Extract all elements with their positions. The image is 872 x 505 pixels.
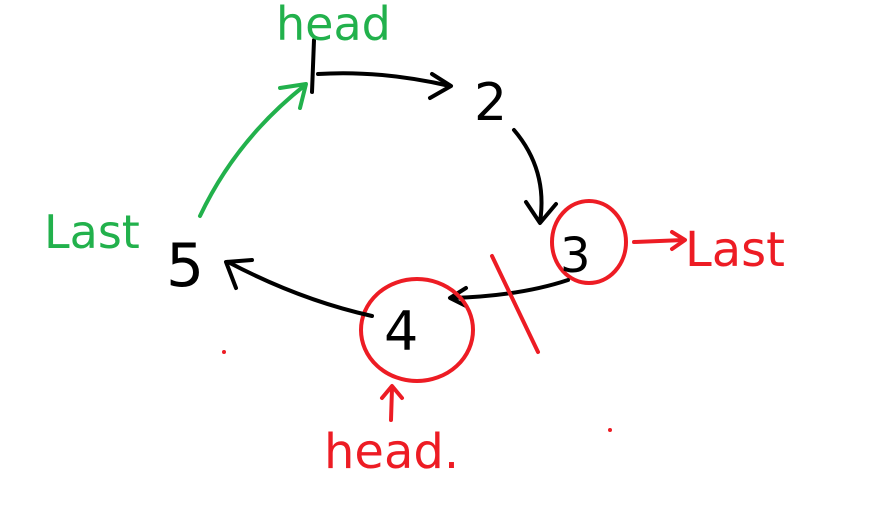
edge-5-to-1 <box>198 82 308 218</box>
red-head-label: head. <box>324 424 459 480</box>
node-4-red-circle <box>359 277 475 383</box>
stray-dot <box>608 428 612 432</box>
edge-1-to-2 <box>316 71 453 100</box>
edge-4-to-5 <box>224 258 374 318</box>
edge-2-to-3 <box>512 128 558 225</box>
node-4: 4 <box>359 277 475 383</box>
node-5-label: 5 <box>166 231 204 301</box>
stray-dot <box>222 350 226 354</box>
new-head-pointer: head. <box>324 384 459 480</box>
edge-3-to-4 <box>448 278 570 308</box>
green-head-label: head <box>276 0 391 51</box>
node-5: 5 <box>166 231 204 301</box>
new-last-pointer: Last <box>632 222 785 278</box>
node-2-label: 2 <box>474 73 507 133</box>
node-3: 3 <box>550 199 628 285</box>
node-2: 2 <box>474 73 507 133</box>
red-last-label: Last <box>685 222 785 278</box>
cut-mark <box>490 254 540 354</box>
node-1 <box>310 38 316 94</box>
green-last-label: Last <box>44 205 140 259</box>
node-4-label: 4 <box>384 300 418 363</box>
node-3-label: 3 <box>560 228 591 284</box>
node-3-red-circle <box>550 199 628 285</box>
